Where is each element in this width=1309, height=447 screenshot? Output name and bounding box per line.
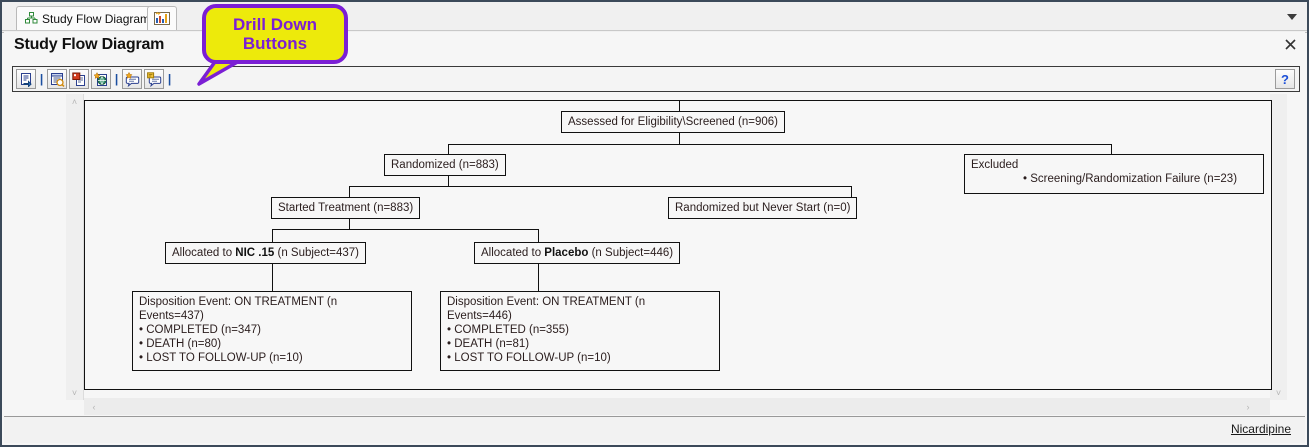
node-label-post: (n Subject=446) bbox=[588, 247, 674, 259]
scroll-down-arrow-icon[interactable]: ˅ bbox=[1275, 387, 1282, 398]
connector bbox=[538, 229, 539, 242]
page-title: Study Flow Diagram bbox=[14, 36, 165, 53]
node-disposition-nic[interactable]: Disposition Event: ON TREATMENT (n Event… bbox=[132, 291, 412, 371]
connector bbox=[538, 260, 539, 291]
node-excluded[interactable]: Excluded Screening/Randomization Failure… bbox=[964, 154, 1264, 194]
node-label-bold: Placebo bbox=[544, 247, 589, 259]
node-list-item: COMPLETED (n=355) bbox=[447, 323, 713, 337]
node-list-item: Screening/Randomization Failure (n=23) bbox=[971, 172, 1257, 186]
node-disposition-placebo[interactable]: Disposition Event: ON TREATMENT (n Event… bbox=[440, 291, 720, 371]
scroll-left-arrow-icon[interactable]: ‹ bbox=[92, 401, 96, 412]
node-label-post: (n Subject=437) bbox=[274, 247, 360, 259]
callout-line-2: Buttons bbox=[242, 34, 308, 53]
connector bbox=[272, 229, 273, 242]
tab-study-flow-diagram[interactable]: Study Flow Diagram bbox=[16, 6, 160, 31]
node-allocated-placebo[interactable]: Allocated to Placebo (n Subject=446) bbox=[474, 242, 681, 264]
node-list-item: DEATH (n=81) bbox=[447, 337, 713, 351]
toolbar-separator: | bbox=[114, 72, 119, 86]
node-list-item: LOST TO FOLLOW-UP (n=10) bbox=[447, 351, 713, 365]
comment-list-icon[interactable] bbox=[144, 69, 164, 89]
connector bbox=[272, 260, 273, 291]
image-export-icon[interactable] bbox=[69, 69, 89, 89]
tab-strip-divider bbox=[2, 30, 1307, 31]
connector bbox=[851, 186, 852, 199]
scroll-up-arrow-icon[interactable]: ˄ bbox=[71, 96, 78, 107]
connector bbox=[679, 101, 680, 111]
node-label: Disposition Event: ON TREATMENT (n Event… bbox=[139, 296, 338, 322]
node-assessed[interactable]: Assessed for Eligibility\Screened (n=906… bbox=[561, 111, 785, 133]
connector bbox=[349, 186, 851, 187]
bar-chart-icon bbox=[154, 11, 170, 28]
document-export-icon[interactable] bbox=[16, 69, 36, 89]
node-list-item: LOST TO FOLLOW-UP (n=10) bbox=[139, 351, 405, 365]
node-allocated-nic[interactable]: Allocated to NIC .15 (n Subject=437) bbox=[165, 242, 367, 264]
connector bbox=[679, 132, 680, 144]
table-search-icon[interactable] bbox=[47, 69, 67, 89]
status-link-nicardipine[interactable]: Nicardipine bbox=[1230, 422, 1291, 436]
node-randomized[interactable]: Randomized (n=883) bbox=[384, 154, 506, 176]
node-label-pre: Allocated to bbox=[172, 247, 236, 259]
vertical-scrollbar-left[interactable]: ˄ ˅ bbox=[66, 94, 84, 400]
node-label: Started Treatment (n=883) bbox=[278, 202, 414, 214]
flow-diagram-canvas: Assessed for Eligibility\Screened (n=906… bbox=[84, 100, 1272, 390]
connector bbox=[448, 144, 1112, 145]
node-label: Randomized (n=883) bbox=[391, 159, 499, 171]
scroll-right-arrow-icon[interactable]: › bbox=[1246, 401, 1250, 412]
status-bar: Nicardipine bbox=[4, 416, 1305, 443]
vertical-scrollbar-right[interactable]: ˅ bbox=[1270, 94, 1287, 400]
node-started-treatment[interactable]: Started Treatment (n=883) bbox=[271, 197, 421, 219]
connector bbox=[272, 229, 538, 230]
node-label: Assessed for Eligibility\Screened (n=906… bbox=[568, 116, 778, 128]
tab-label: Study Flow Diagram bbox=[42, 12, 151, 26]
tab-strip: Study Flow Diagram bbox=[2, 2, 1307, 33]
org-chart-icon bbox=[25, 11, 38, 27]
horizontal-scrollbar[interactable]: ‹ › bbox=[84, 398, 1270, 415]
connector bbox=[448, 173, 449, 186]
node-label: Randomized but Never Start (n=0) bbox=[675, 202, 851, 214]
node-label-bold: NIC .15 bbox=[235, 247, 275, 259]
globe-star-icon[interactable] bbox=[91, 69, 111, 89]
connector bbox=[349, 217, 350, 229]
connector bbox=[1111, 144, 1112, 156]
node-list-item: COMPLETED (n=347) bbox=[139, 323, 405, 337]
callout-line-1: Drill Down bbox=[232, 15, 318, 34]
connector bbox=[448, 144, 449, 156]
scroll-down-arrow-icon[interactable]: ˅ bbox=[71, 387, 78, 398]
toolbar-separator: | bbox=[39, 72, 44, 86]
node-label: Disposition Event: ON TREATMENT (n Event… bbox=[447, 296, 646, 322]
drill-down-toolbar: | | bbox=[12, 66, 1300, 92]
help-button[interactable]: ? bbox=[1275, 69, 1295, 89]
node-list-item: DEATH (n=80) bbox=[139, 337, 405, 351]
toolbar-separator: | bbox=[167, 72, 172, 86]
node-label: Excluded bbox=[971, 159, 1019, 171]
chevron-down-icon[interactable] bbox=[1285, 10, 1299, 24]
connector bbox=[349, 186, 350, 199]
close-icon[interactable] bbox=[1283, 38, 1297, 52]
tab-chart-view[interactable] bbox=[147, 6, 177, 31]
node-label-pre: Allocated to bbox=[481, 247, 545, 259]
callout-drill-down-buttons: Drill Down Buttons bbox=[202, 4, 348, 64]
node-never-started[interactable]: Randomized but Never Start (n=0) bbox=[668, 197, 858, 219]
comment-star-icon[interactable] bbox=[122, 69, 142, 89]
